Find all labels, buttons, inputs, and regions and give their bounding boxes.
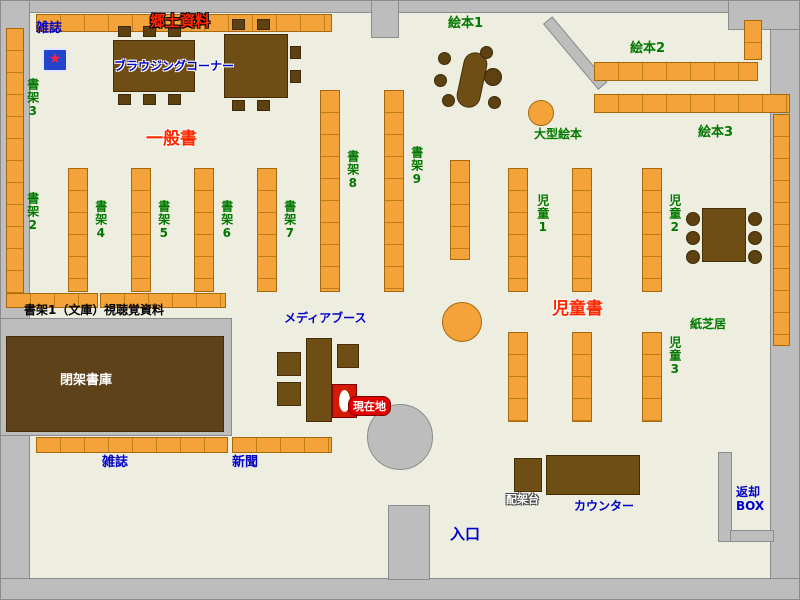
closed-stacks-label: 閉架書庫 xyxy=(60,373,113,388)
browsing-table-1 xyxy=(113,40,195,92)
stool xyxy=(480,46,493,59)
shelf-6-label: 書架6 xyxy=(219,200,234,241)
wall-return-box-vertical xyxy=(718,452,732,542)
round-stool xyxy=(442,302,482,342)
shelf-av-materials xyxy=(100,293,226,308)
wall-bottom xyxy=(0,578,800,600)
shelf-3-label: 書架3 xyxy=(25,78,40,119)
children-1-label: 児童1 xyxy=(535,194,550,235)
stool xyxy=(442,94,455,107)
return-box-label: 返却 BOX xyxy=(736,485,765,513)
shelf-left-wall xyxy=(6,28,24,294)
shelf-children-2 xyxy=(642,168,662,292)
chair xyxy=(118,94,131,105)
magazine-star-icon: ★ xyxy=(42,48,68,72)
shelf-1-bunko xyxy=(6,293,98,308)
shelf-newspapers xyxy=(232,437,332,453)
newspapers-label: 新聞 xyxy=(232,455,259,470)
media-booth-1 xyxy=(277,352,301,376)
children-books-label: 児童書 xyxy=(552,299,603,319)
stool xyxy=(438,52,451,65)
media-booth-tall xyxy=(306,338,332,422)
av-materials-label: 視聴覚資料 xyxy=(104,303,165,317)
counter-label: カウンター xyxy=(574,499,635,513)
stool xyxy=(748,231,762,245)
browsing-corner-label: ブラウジングコーナー xyxy=(114,59,235,73)
magazines-top-label: 雑誌 xyxy=(36,21,63,36)
chair xyxy=(143,26,156,37)
shelf-magazines-bottom xyxy=(36,437,228,453)
shelf-5 xyxy=(131,168,151,292)
chair xyxy=(168,94,181,105)
chair xyxy=(257,100,270,111)
chair xyxy=(290,46,301,59)
seat xyxy=(339,390,350,412)
shelf-1-bunko-label: 書架1（文庫） xyxy=(24,303,105,317)
stool xyxy=(484,68,502,86)
shelf-9 xyxy=(384,90,404,292)
stool xyxy=(488,96,501,109)
wall-entrance-stub xyxy=(388,505,430,580)
children-2-label: 児童2 xyxy=(667,194,682,235)
shelf-8-label: 書架8 xyxy=(345,150,360,191)
shelf-4 xyxy=(68,168,88,292)
chair xyxy=(168,26,181,37)
chair xyxy=(232,19,245,30)
children-table xyxy=(702,208,746,262)
chair xyxy=(143,94,156,105)
chair xyxy=(118,26,131,37)
stool xyxy=(686,231,700,245)
shelf-children-1a xyxy=(508,168,528,292)
media-booth-label: メディアブース xyxy=(284,311,367,325)
stool xyxy=(686,250,700,264)
media-booth-3 xyxy=(337,344,359,368)
chair xyxy=(290,70,301,83)
shelf-picture-books-3 xyxy=(594,94,790,113)
shelf-6 xyxy=(194,168,214,292)
shelf-8 xyxy=(320,90,340,292)
picture-books-1-label: 絵本1 xyxy=(448,16,484,31)
wall-corner-top-right xyxy=(728,0,800,30)
chair xyxy=(232,100,245,111)
local-materials-label: 郷土資料 xyxy=(150,12,211,30)
picture-books-2-label: 絵本2 xyxy=(630,41,666,56)
wall-pillar-top xyxy=(371,0,399,38)
shelf-9-label: 書架9 xyxy=(409,146,424,187)
shelf-2-label: 書架2 xyxy=(25,192,40,233)
shelf-top-right xyxy=(744,20,762,60)
browsing-table-2 xyxy=(224,34,288,98)
shelf-children-3 xyxy=(642,332,662,422)
shelf-5-label: 書架5 xyxy=(156,200,171,241)
large-picture-book-stand xyxy=(528,100,554,126)
entrance-label: 入口 xyxy=(450,525,481,543)
stool xyxy=(686,212,700,226)
general-books-label: 一般書 xyxy=(146,129,197,149)
shelf-7 xyxy=(257,168,277,292)
counter-table xyxy=(546,455,640,495)
stool xyxy=(748,212,762,226)
kamishibai-label: 紙芝居 xyxy=(690,317,727,331)
large-picture-books-label: 大型絵本 xyxy=(534,127,583,141)
children-3-label: 児童3 xyxy=(667,336,682,377)
shelf-center xyxy=(450,160,470,260)
current-location-badge: 現在地 xyxy=(348,396,391,416)
shelf-children-lower-b xyxy=(572,332,592,422)
magazines-bottom-label: 雑誌 xyxy=(102,455,129,470)
shelf-4-label: 書架4 xyxy=(93,200,108,241)
wall-return-box-horizontal xyxy=(730,530,774,542)
stool xyxy=(434,74,447,87)
media-booth-2 xyxy=(277,382,301,406)
shelf-children-lower-a xyxy=(508,332,528,422)
sorting-table xyxy=(514,458,542,492)
shelf-children-1b xyxy=(572,168,592,292)
picture-books-3-label: 絵本3 xyxy=(698,125,734,140)
sorting-table-label: 配架台 xyxy=(506,493,539,506)
shelf-picture-books-2 xyxy=(594,62,758,81)
stool xyxy=(748,250,762,264)
shelf-7-label: 書架7 xyxy=(282,200,297,241)
shelf-right-wall xyxy=(773,114,790,346)
chair xyxy=(257,19,270,30)
wall-top xyxy=(0,0,800,13)
closed-stacks-room xyxy=(6,336,224,432)
